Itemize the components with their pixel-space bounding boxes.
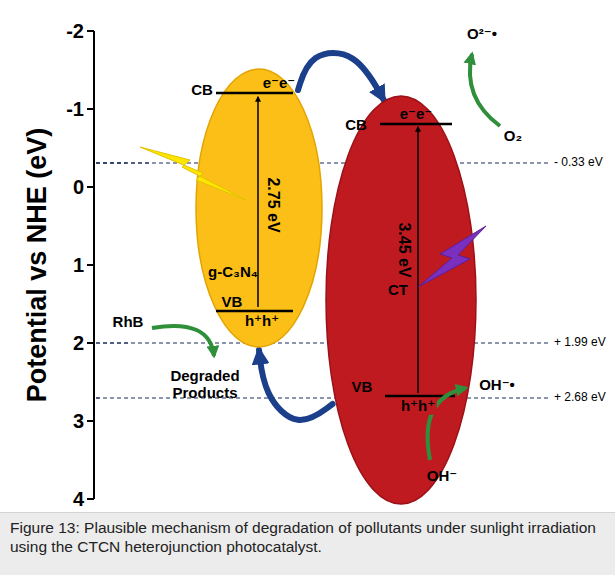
reaction-arrow <box>470 54 500 126</box>
potential-line <box>96 163 551 164</box>
potential-line <box>96 398 551 399</box>
potential-label: + 2.68 eV <box>554 391 606 404</box>
electron-transfer-arrow <box>298 53 384 100</box>
light-bolt <box>418 226 486 287</box>
band-label: h⁺h⁺ <box>399 398 437 415</box>
band-ellipse: CB e⁻e⁻ 3.45 eV CT VB h⁺h⁺ <box>325 95 477 505</box>
tick-label: 3 <box>73 410 84 432</box>
light-bolt <box>140 147 246 200</box>
material-label: CT <box>388 282 408 299</box>
potential-line <box>96 398 551 399</box>
band-edge <box>380 123 452 126</box>
species-label: OH⁻ <box>427 468 457 485</box>
reaction-arrow <box>152 326 214 356</box>
tick-label: 4 <box>73 488 84 510</box>
band-label: CB <box>191 82 213 99</box>
ellipse-fill <box>196 69 322 347</box>
tick-label: -2 <box>66 20 84 42</box>
band-gap-arrow <box>417 127 419 393</box>
y-axis <box>87 31 94 499</box>
species-label: Degraded Products <box>159 368 251 401</box>
potential-line <box>96 163 551 164</box>
band-gap-label: 2.75 eV <box>264 177 282 232</box>
ellipse-fill <box>326 96 476 504</box>
species-label: O²⁻• <box>467 26 497 43</box>
band-edge <box>216 92 293 95</box>
band-gap-label: 3.45 eV <box>395 222 413 277</box>
electron-transfer-arrow <box>259 350 333 420</box>
axis-title: Potential vs NHE (eV) <box>23 128 53 403</box>
species-label: O₂ <box>504 128 522 145</box>
tick-label: 1 <box>73 254 84 276</box>
ellipse-shape <box>325 95 477 505</box>
tick-label: 2 <box>73 332 84 354</box>
band-label: CB <box>345 117 367 134</box>
band-label: VB <box>222 294 243 311</box>
species-label: RhB <box>113 314 144 331</box>
ellipse-shape <box>195 68 323 348</box>
potential-label: - 0.33 eV <box>554 156 603 169</box>
band-ellipse: CBe⁻e⁻2.75 eVg-C₃N₄VBh⁺h⁺ <box>195 68 323 348</box>
band-label: e⁻e⁻ <box>400 106 433 123</box>
band-label: e⁻e⁻ <box>263 75 296 92</box>
species-label: OH⁻• <box>479 377 515 394</box>
potential-line <box>96 343 551 344</box>
potential-line <box>96 163 551 398</box>
tick-label: 0 <box>73 176 84 198</box>
band-label: h⁺h⁺ <box>245 313 279 330</box>
potential-line <box>96 343 551 344</box>
potential-label: + 1.99 eV <box>554 336 606 349</box>
band-label: VB <box>352 379 373 396</box>
figure-caption: Figure 13: Plausible mechanism of degrad… <box>10 518 605 557</box>
material-label: g-C₃N₄ <box>208 264 258 281</box>
tick-label: -1 <box>66 98 84 120</box>
